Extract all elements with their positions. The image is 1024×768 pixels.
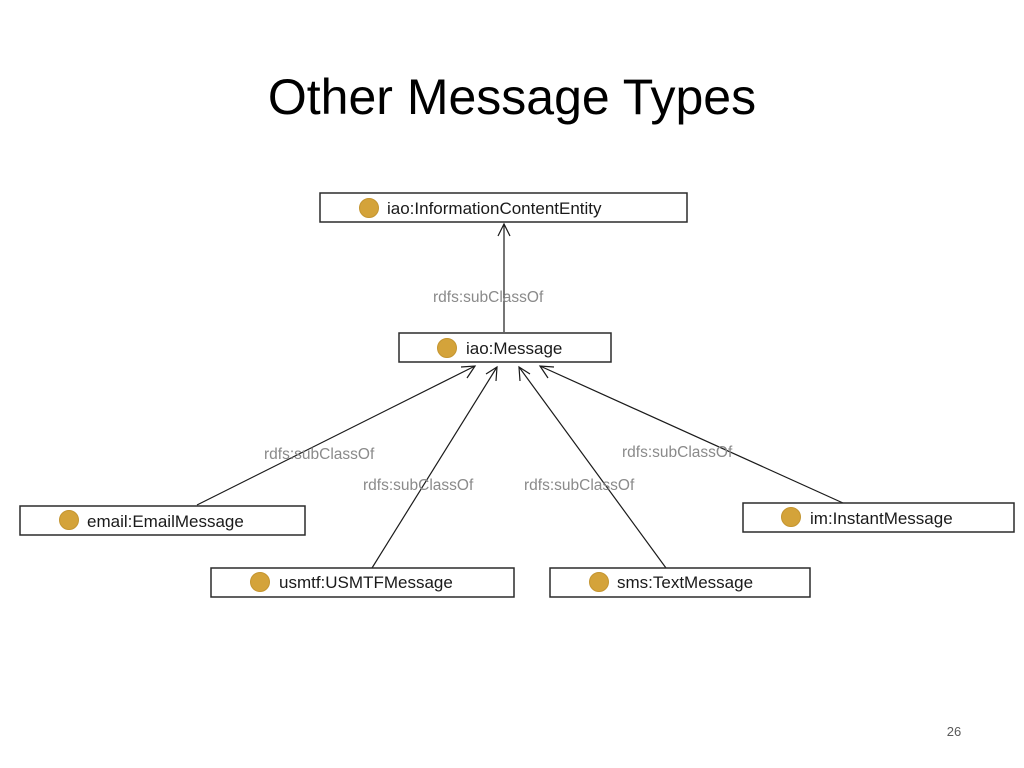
edge-label: rdfs:subClassOf	[433, 289, 544, 306]
edge-message-to-information-content-entity: rdfs:subClassOf	[433, 222, 544, 332]
node-label: im:InstantMessage	[810, 509, 953, 528]
slide-title: Other Message Types	[267, 69, 757, 125]
edge-usmtf-to-message: rdfs:subClassOf	[363, 365, 498, 569]
edge-label: rdfs:subClassOf	[264, 446, 375, 463]
slide-number: 26	[946, 724, 962, 739]
edge-sms-to-message: rdfs:subClassOf	[518, 365, 667, 569]
owl-class-icon	[589, 572, 609, 592]
owl-class-icon	[359, 198, 379, 218]
owl-class-icon	[59, 510, 79, 530]
edge-line	[539, 365, 844, 504]
arrowhead-icon	[497, 222, 511, 237]
node-box	[319, 192, 688, 223]
arrowhead-icon	[485, 365, 498, 382]
node-box	[398, 332, 612, 363]
owl-class-icon	[437, 338, 457, 358]
arrowhead-icon	[518, 365, 531, 382]
arrowhead-icon	[538, 365, 555, 379]
arrowhead-icon	[460, 365, 477, 379]
edge-label: rdfs:subClassOf	[363, 477, 474, 494]
edge-line	[518, 366, 667, 569]
class-node-usmtf-message[interactable]: usmtf:USMTFMessage	[210, 567, 515, 598]
edge-instant-to-message: rdfs:subClassOf	[538, 365, 844, 504]
edge-line	[196, 365, 476, 506]
node-label: email:EmailMessage	[87, 512, 244, 531]
class-node-instant-message[interactable]: im:InstantMessage	[742, 502, 1015, 533]
class-node-message[interactable]: iao:Message	[398, 332, 612, 363]
node-label: iao:InformationContentEntity	[387, 199, 602, 218]
class-node-text-message[interactable]: sms:TextMessage	[549, 567, 811, 598]
edge-label: rdfs:subClassOf	[524, 477, 635, 494]
edge-email-to-message: rdfs:subClassOf	[196, 365, 477, 506]
node-label: iao:Message	[466, 339, 562, 358]
class-node-email-message[interactable]: email:EmailMessage	[19, 505, 306, 536]
owl-class-icon	[250, 572, 270, 592]
owl-class-icon	[781, 507, 801, 527]
edge-line	[371, 366, 498, 569]
node-label: usmtf:USMTFMessage	[279, 573, 453, 592]
class-node-information-content-entity[interactable]: iao:InformationContentEntity	[319, 192, 688, 223]
node-label: sms:TextMessage	[617, 573, 753, 592]
edge-label: rdfs:subClassOf	[622, 444, 733, 461]
